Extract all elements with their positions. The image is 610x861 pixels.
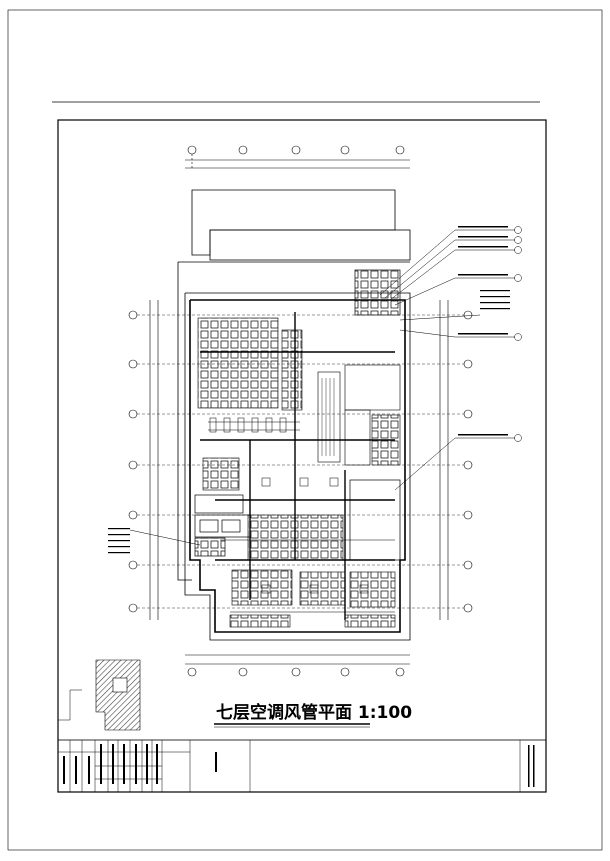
grid-bubble-col <box>395 145 405 677</box>
annotation-leaders <box>379 226 522 491</box>
ductwork <box>200 312 395 620</box>
column-grid <box>187 145 405 677</box>
vertical-core <box>202 364 401 491</box>
drawing-title: 七层空调风管平面 1:100 <box>216 702 412 723</box>
grid-bubble-col <box>340 145 350 677</box>
grid-bubble-col <box>187 145 197 677</box>
key-plan <box>95 659 141 731</box>
dimension-lines <box>149 159 449 665</box>
left-leader <box>129 529 201 546</box>
floor-plan <box>184 292 411 641</box>
title-block <box>57 689 547 793</box>
row-grid <box>128 310 473 613</box>
roof-outline <box>177 189 411 581</box>
drawing-title-group: 七层空调风管平面 1:100 <box>214 702 412 728</box>
side-rooms <box>194 269 401 561</box>
grid-bubble-col <box>291 145 301 677</box>
title-block-text <box>63 744 535 787</box>
grid-bubble-col <box>238 145 248 677</box>
annotation-text-blocks <box>108 226 510 554</box>
